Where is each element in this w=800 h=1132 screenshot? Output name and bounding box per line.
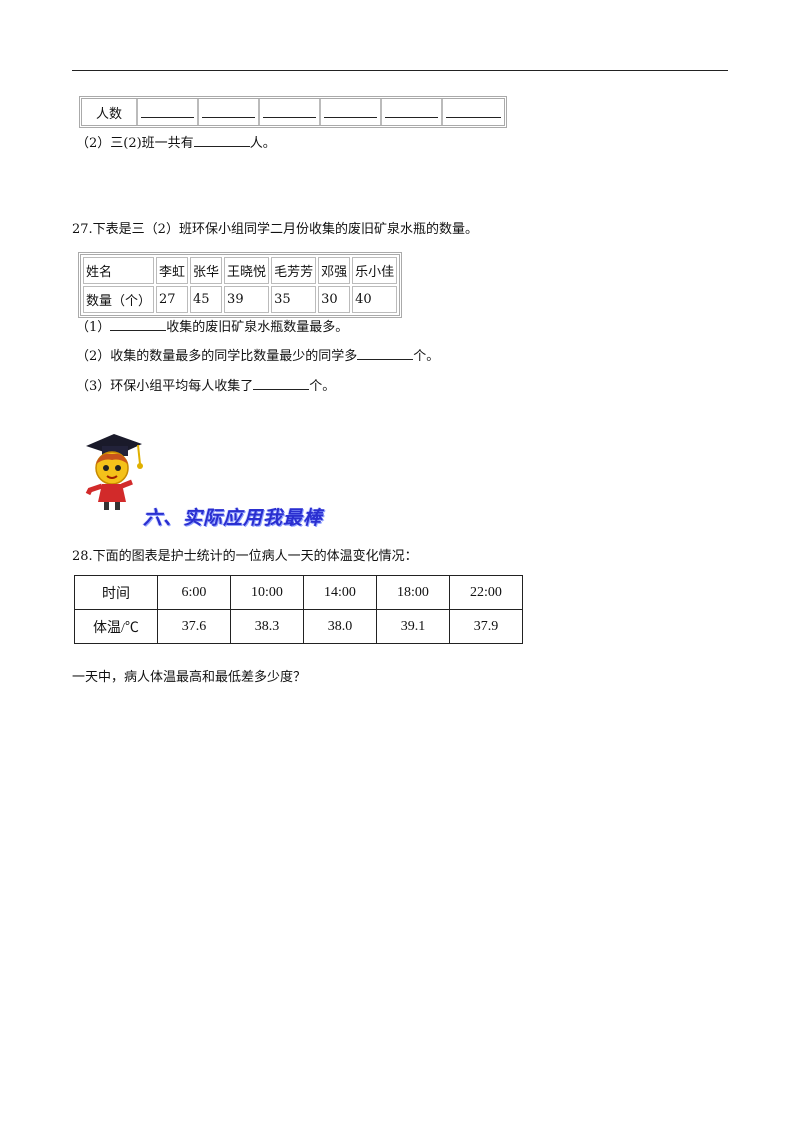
question-27-1: （1）收集的废旧矿泉水瓶数量最多。 xyxy=(76,318,349,335)
answer-blank[interactable] xyxy=(357,347,414,360)
time-cell: 6:00 xyxy=(157,575,231,610)
blank-cell[interactable] xyxy=(260,99,321,125)
name-cell: 李虹 xyxy=(156,257,189,284)
table-header-cell: 时间 xyxy=(74,575,158,610)
temp-cell: 38.3 xyxy=(230,609,304,644)
name-cell: 张华 xyxy=(190,257,223,284)
answer-blank[interactable] xyxy=(193,134,250,147)
answer-blank[interactable] xyxy=(110,318,167,331)
question-28-question: 一天中，病人体温最高和最低差多少度？ xyxy=(72,670,307,685)
temp-cell: 38.0 xyxy=(303,609,377,644)
blank-cell[interactable] xyxy=(138,99,199,125)
section-title: 六、实际应用我最棒 xyxy=(143,508,324,529)
table-header-cell: 体温/℃ xyxy=(74,609,158,644)
answer-blank[interactable] xyxy=(253,377,310,390)
temp-cell: 37.9 xyxy=(449,609,523,644)
count-cell: 40 xyxy=(352,286,398,313)
question-27-3: （3）环保小组平均每人收集了个。 xyxy=(76,377,336,394)
table-row: 数量（个） 27 45 39 35 30 40 xyxy=(83,286,398,313)
blank-cell[interactable] xyxy=(199,99,260,125)
people-count-table: 人数 xyxy=(79,96,507,128)
count-cell: 45 xyxy=(190,286,223,313)
time-cell: 14:00 xyxy=(303,575,377,610)
temp-cell: 39.1 xyxy=(376,609,450,644)
name-cell: 乐小佳 xyxy=(352,257,398,284)
question-26-2: （2）三(2)班一共有人。 xyxy=(76,134,276,151)
blank-cell[interactable] xyxy=(382,99,443,125)
table-row: 姓名 李虹 张华 王晓悦 毛芳芳 邓强 乐小佳 xyxy=(83,257,398,284)
time-cell: 22:00 xyxy=(449,575,523,610)
blank-cell[interactable] xyxy=(443,99,504,125)
count-cell: 39 xyxy=(224,286,270,313)
question-28-stem: 28.下面的图表是护士统计的一位病人一天的体温变化情况： xyxy=(72,549,418,564)
count-cell: 27 xyxy=(156,286,189,313)
bottle-count-table: 姓名 李虹 张华 王晓悦 毛芳芳 邓强 乐小佳 数量（个） 27 45 39 3… xyxy=(78,252,403,318)
table-row: 体温/℃ 37.6 38.3 38.0 39.1 37.9 xyxy=(74,609,523,644)
name-cell: 毛芳芳 xyxy=(271,257,317,284)
count-cell: 35 xyxy=(271,286,317,313)
table-header-cell: 人数 xyxy=(82,99,138,125)
temperature-table: 时间 6:00 10:00 14:00 18:00 22:00 体温/℃ 37.… xyxy=(74,575,523,644)
table-header-cell: 数量（个） xyxy=(83,286,155,313)
temp-cell: 37.6 xyxy=(157,609,231,644)
time-cell: 18:00 xyxy=(376,575,450,610)
name-cell: 邓强 xyxy=(318,257,351,284)
name-cell: 王晓悦 xyxy=(224,257,270,284)
header-rule xyxy=(72,70,728,71)
question-27-stem: 27.下表是三（2）班环保小组同学二月份收集的废旧矿泉水瓶的数量。 xyxy=(72,222,478,237)
count-cell: 30 xyxy=(318,286,351,313)
blank-cell[interactable] xyxy=(321,99,382,125)
table-row: 时间 6:00 10:00 14:00 18:00 22:00 xyxy=(74,575,523,610)
question-27-2: （2）收集的数量最多的同学比数量最少的同学多个。 xyxy=(76,347,440,364)
graduate-mascot-icon xyxy=(85,434,143,510)
time-cell: 10:00 xyxy=(230,575,304,610)
table-header-cell: 姓名 xyxy=(83,257,155,284)
